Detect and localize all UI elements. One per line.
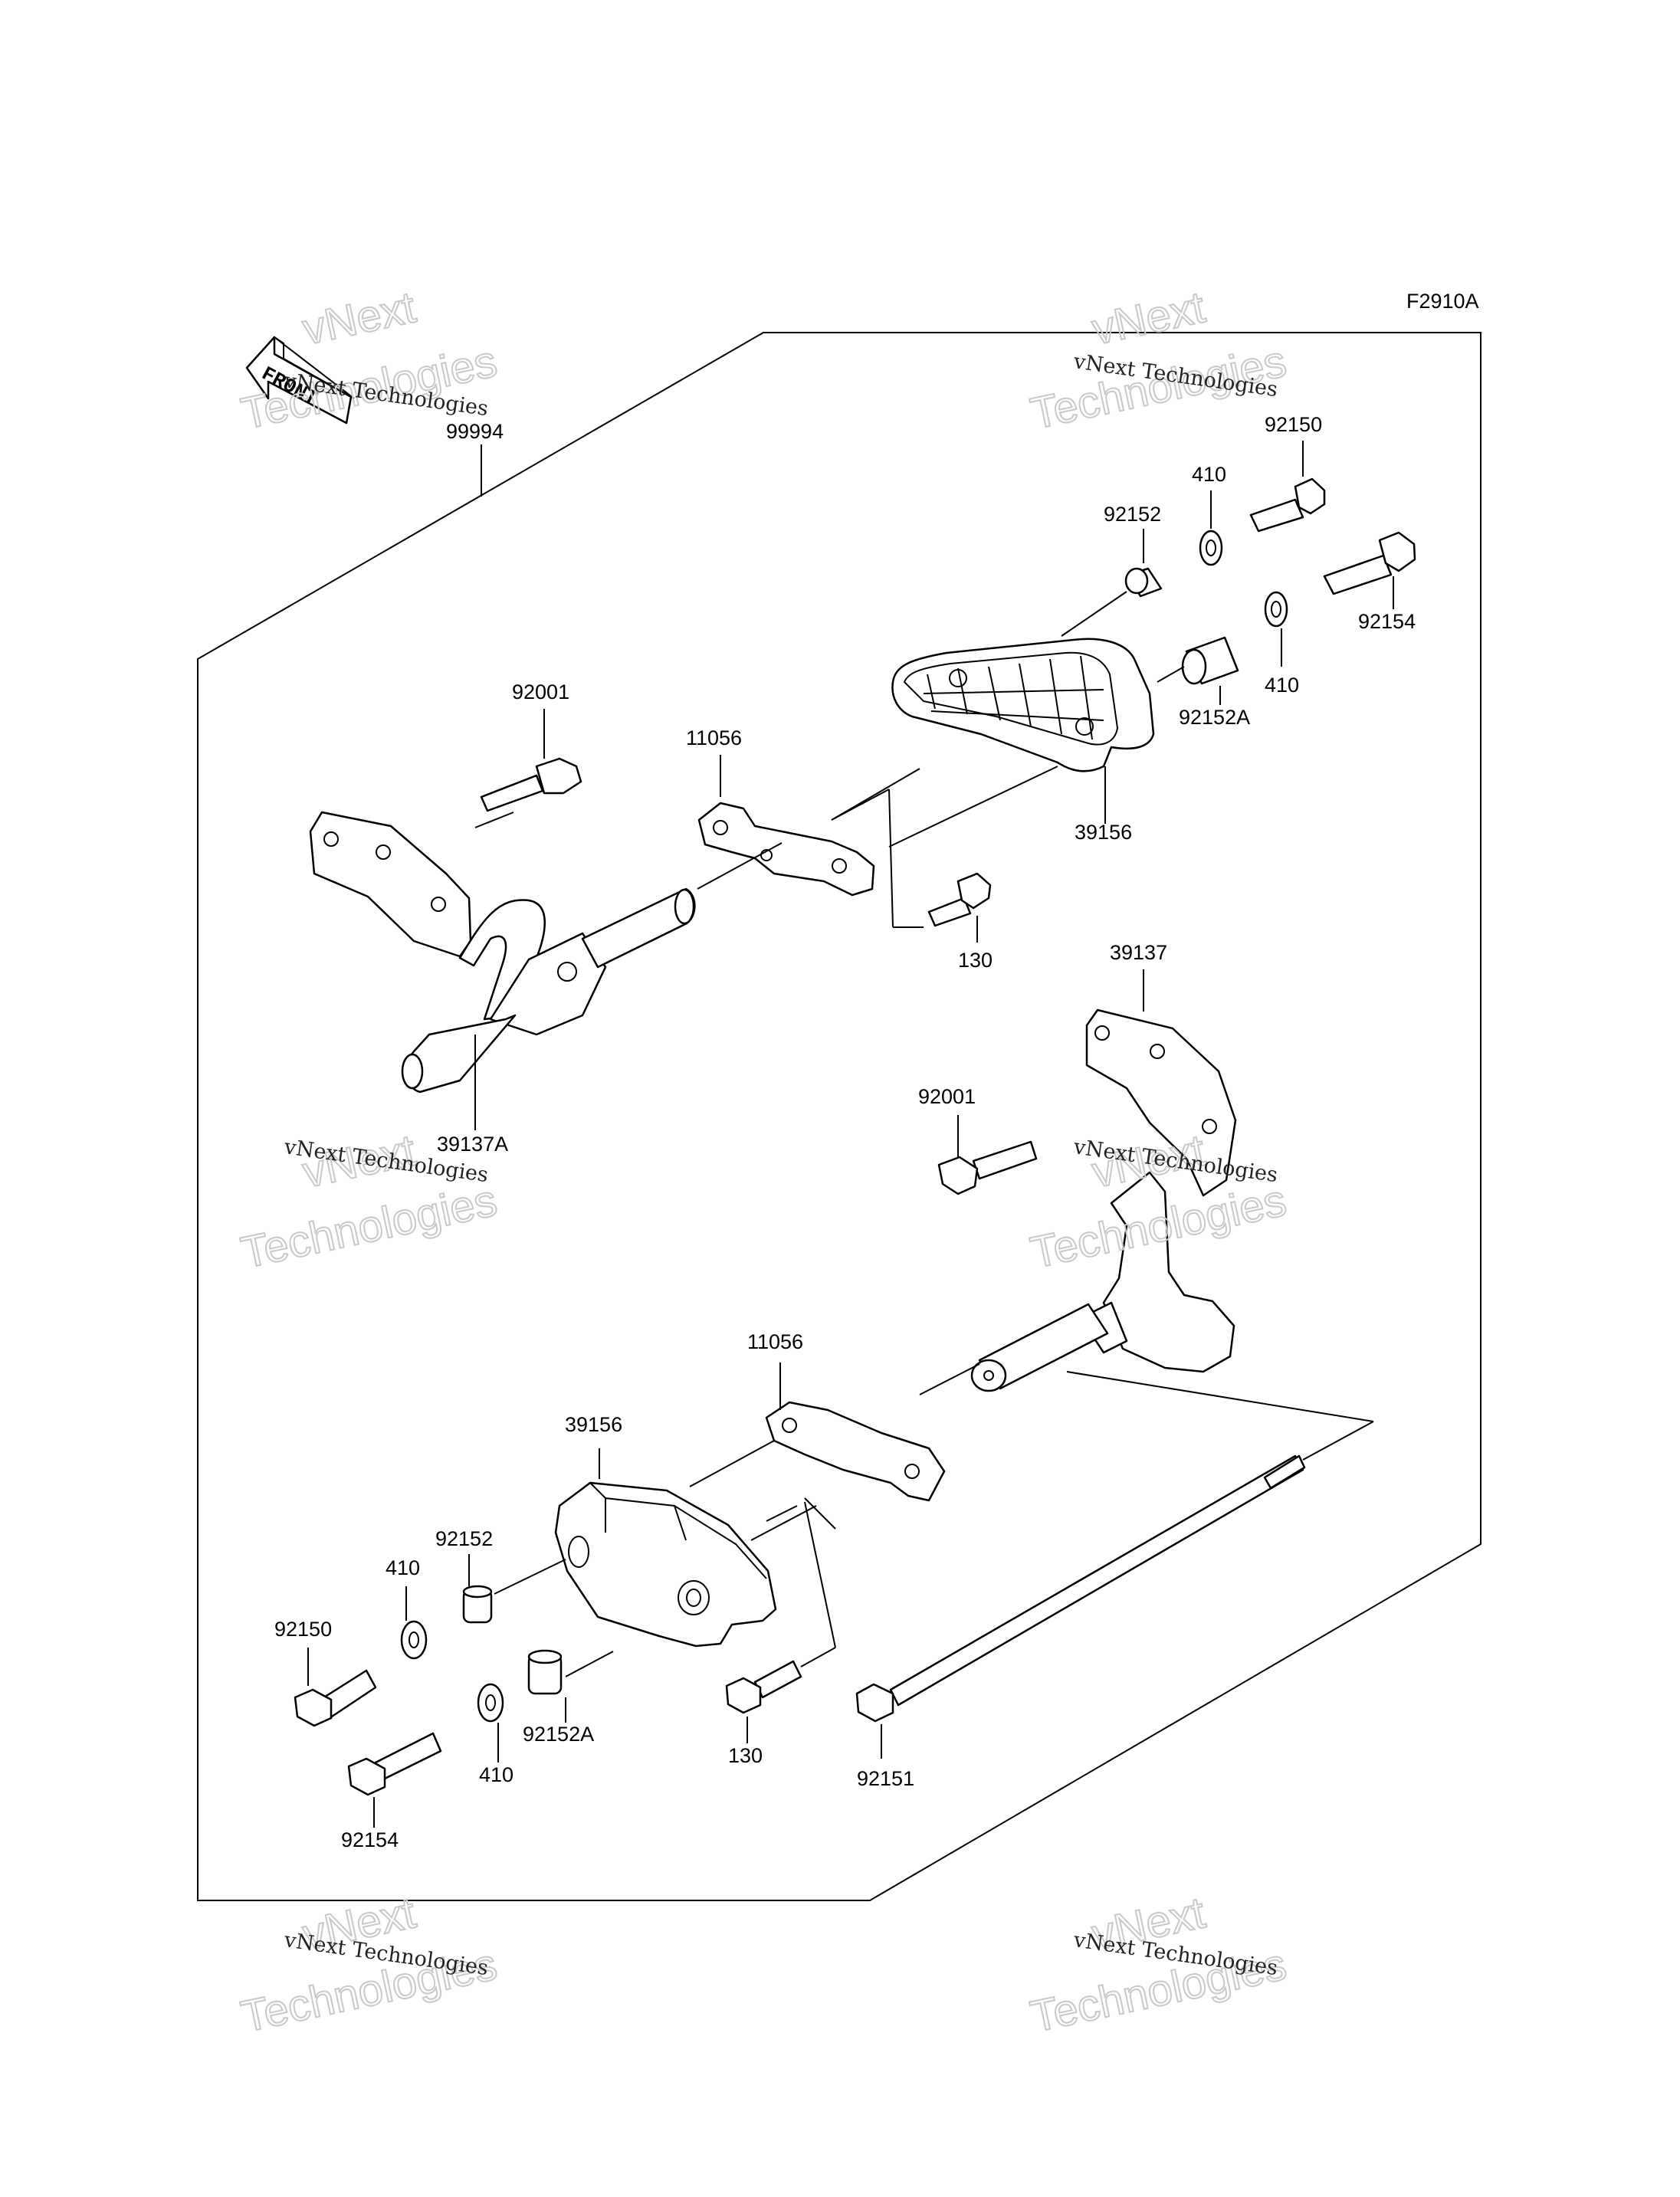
label-92152a-upper: 92152A bbox=[1179, 706, 1250, 729]
label-130-lower: 130 bbox=[728, 1744, 763, 1767]
label-39156-upper: 39156 bbox=[1075, 821, 1132, 844]
label-11056-upper: 11056 bbox=[686, 726, 742, 749]
bolt-92150-lower bbox=[294, 1669, 377, 1727]
label-39137a: 39137A bbox=[437, 1133, 508, 1156]
collar-92152-upper bbox=[1124, 567, 1163, 598]
label-92154-lower: 92154 bbox=[341, 1828, 399, 1851]
watermark-top-right: vNext Technologies vNext Technologies bbox=[1025, 281, 1291, 439]
washer-410-upper-a bbox=[1199, 530, 1223, 566]
label-410-upper-b: 410 bbox=[1265, 674, 1299, 697]
collar-92152a-lower bbox=[527, 1649, 563, 1695]
bracket-11056-upper bbox=[697, 802, 875, 897]
svg-text:vNext: vNext bbox=[298, 282, 420, 354]
collar-92152-lower bbox=[462, 1585, 493, 1624]
watermark-bottom-left: vNext Technologies vNext Technologies bbox=[236, 1887, 502, 2042]
label-92001-upper: 92001 bbox=[512, 680, 569, 703]
slider-39156-lower bbox=[554, 1481, 777, 1648]
bolt-92154-upper bbox=[1323, 531, 1416, 595]
collar-92152a-upper bbox=[1181, 636, 1239, 685]
label-92154-upper: 92154 bbox=[1358, 610, 1416, 633]
label-92152a-lower: 92152A bbox=[523, 1723, 594, 1746]
stay-39137-lower bbox=[970, 1008, 1237, 1392]
svg-text:Technologies: Technologies bbox=[237, 1176, 501, 1278]
label-410-upper-a: 410 bbox=[1192, 463, 1226, 486]
lower-centerlines bbox=[494, 1363, 1374, 1677]
figure-code: F2910A bbox=[1406, 290, 1479, 313]
screw-130-upper bbox=[927, 872, 992, 927]
kit-number: 99994 bbox=[446, 420, 504, 443]
svg-text:vNext: vNext bbox=[1088, 282, 1209, 354]
bolt-92154-lower bbox=[347, 1732, 442, 1796]
label-410-lower-b: 410 bbox=[479, 1763, 514, 1786]
stay-39137a bbox=[309, 811, 696, 1094]
label-11056-lower: 11056 bbox=[747, 1330, 803, 1353]
label-39137-lower: 39137 bbox=[1110, 941, 1167, 964]
bolt-92001-upper bbox=[480, 757, 582, 812]
slider-39156-upper bbox=[891, 638, 1155, 772]
washer-410-lower-a bbox=[400, 1620, 428, 1660]
label-39156-lower: 39156 bbox=[565, 1413, 622, 1436]
screw-130-lower bbox=[725, 1660, 802, 1714]
label-92150-lower: 92150 bbox=[274, 1618, 332, 1641]
label-92001-lower: 92001 bbox=[918, 1085, 976, 1108]
upper-centerlines bbox=[474, 591, 1185, 928]
bolt-92150-upper bbox=[1249, 477, 1326, 533]
through-bolt-92151 bbox=[855, 1454, 1306, 1723]
label-92151: 92151 bbox=[857, 1767, 914, 1790]
label-92152-lower: 92152 bbox=[435, 1527, 493, 1550]
label-92152-upper: 92152 bbox=[1104, 503, 1161, 526]
label-410-lower-a: 410 bbox=[386, 1556, 420, 1579]
label-92150-upper: 92150 bbox=[1265, 413, 1322, 436]
washer-410-lower-b bbox=[477, 1683, 504, 1723]
bolt-92001-lower bbox=[937, 1140, 1038, 1195]
washer-410-upper-b bbox=[1264, 591, 1288, 628]
kit-outline bbox=[197, 332, 1481, 1901]
bracket-11056-lower bbox=[765, 1401, 946, 1502]
watermark-bottom-right: vNext Technologies vNext Technologies bbox=[1025, 1887, 1291, 2042]
label-130-upper: 130 bbox=[958, 949, 993, 972]
